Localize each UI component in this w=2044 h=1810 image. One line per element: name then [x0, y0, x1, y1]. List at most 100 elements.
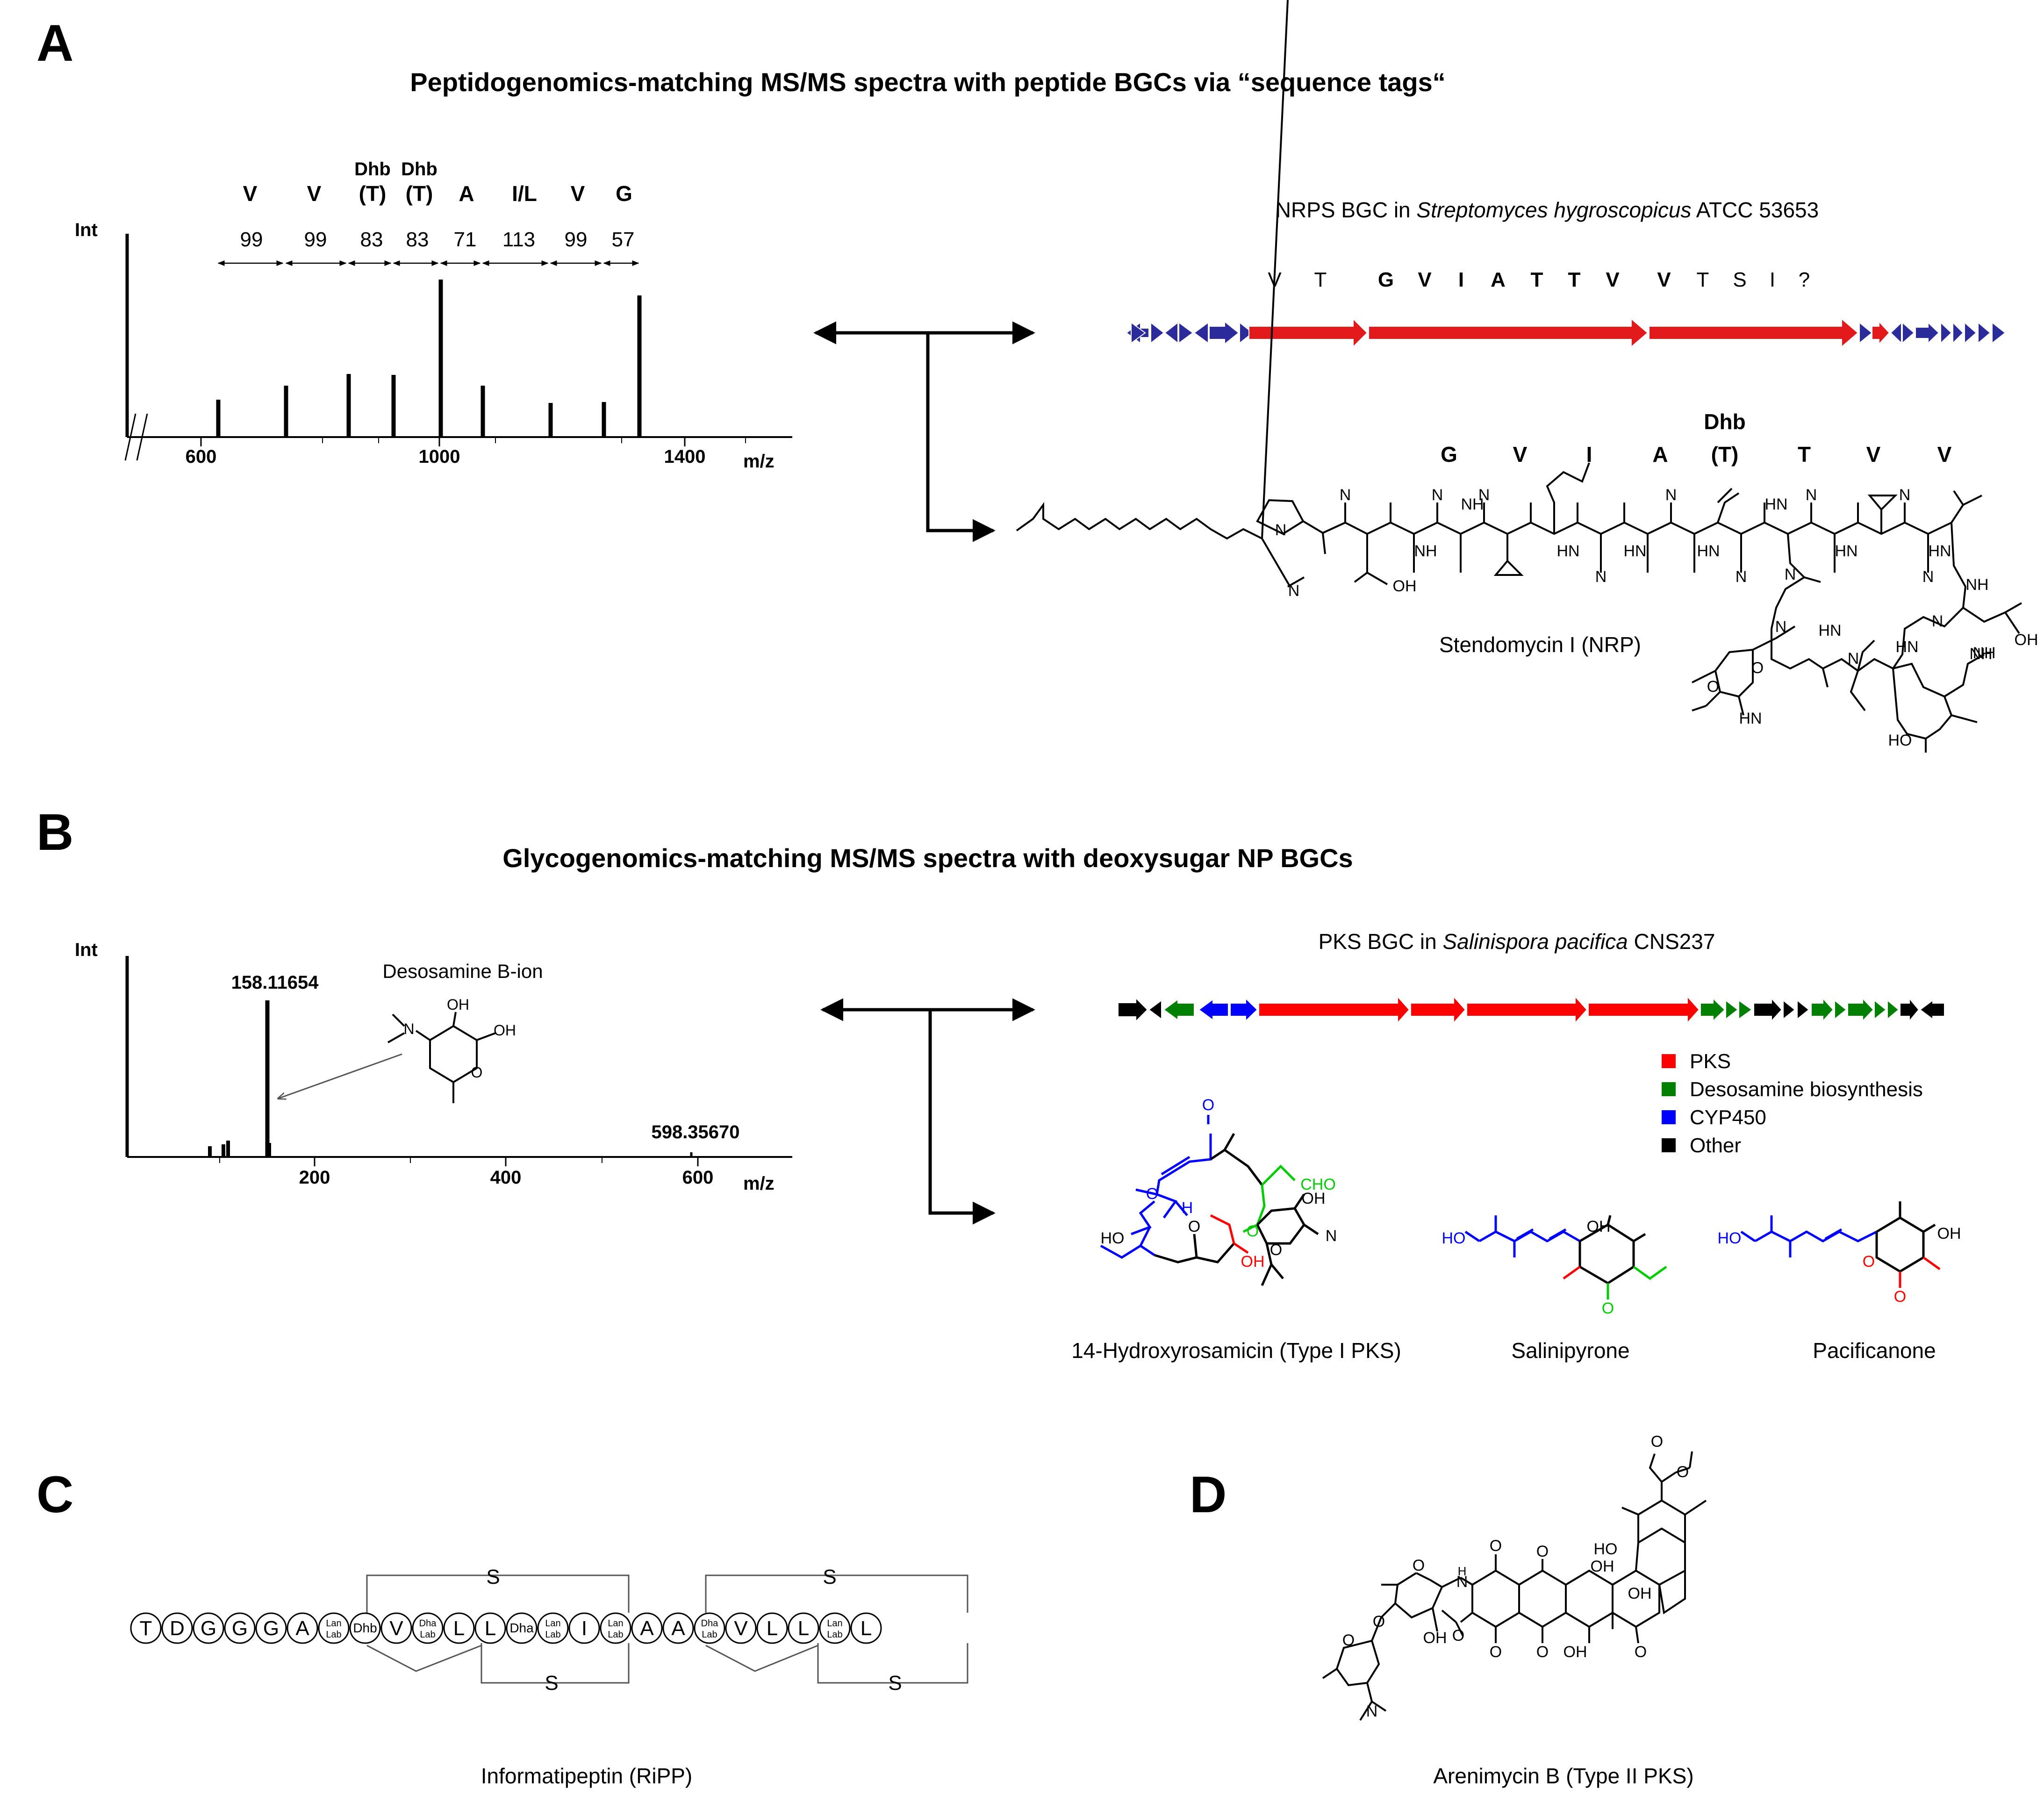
peak-label-598: 598.35670 [651, 1122, 739, 1142]
panel-b-letter: B [36, 804, 73, 861]
svg-text:NH: NH [1461, 496, 1484, 513]
stendomycin-structure [1016, 0, 2022, 753]
arenimycin-structure [1322, 1451, 1707, 1721]
residue-outline [537, 1612, 569, 1644]
residue-label: D [170, 1617, 185, 1640]
ion-label: Desosamine B-ion [382, 960, 543, 982]
legend-swatch-pks [1662, 1054, 1676, 1068]
panel-b-title: Glycogenomics-matching MS/MS spectra wit… [502, 843, 1353, 873]
panel-c-letter: C [36, 1466, 73, 1523]
compound-arenimycin: Arenimycin B (Type II PKS) [1433, 1764, 1693, 1788]
residue-circle: A [662, 1612, 694, 1644]
residue-label: L [485, 1617, 496, 1640]
mass-gap: 99 [240, 228, 263, 251]
residue-label: Dha [509, 1621, 534, 1635]
svg-text:O: O [1188, 1218, 1200, 1235]
svg-text:N: N [1456, 1573, 1468, 1591]
svg-text:G: G [1441, 442, 1457, 467]
svg-text:V: V [1513, 442, 1528, 467]
residue-outline [193, 1612, 224, 1644]
residue-label: T [140, 1617, 152, 1640]
residue-circle: Dhb [349, 1612, 381, 1644]
bridge-labels: S S S S [486, 1566, 902, 1695]
residue-label: Lan [545, 1618, 560, 1629]
residue-outline [412, 1612, 444, 1644]
legend-label: CYP450 [1690, 1106, 1766, 1129]
svg-text:O: O [1536, 1643, 1549, 1661]
svg-text:G: G [1378, 268, 1394, 291]
connector-b [820, 998, 1035, 1225]
residue-outline [474, 1612, 506, 1644]
thioether-bridges [366, 1574, 968, 1684]
svg-text:HO: HO [1888, 732, 1912, 749]
residue-label: Lab [827, 1630, 842, 1640]
tick-label: 1000 [419, 446, 460, 467]
y-axis-label: Int [75, 220, 98, 240]
residue-outline [819, 1612, 851, 1644]
compound-salinipyrone: Salinipyrone [1511, 1338, 1629, 1363]
x-axis-label: m/z [743, 1173, 775, 1194]
mass-gap: 71 [454, 228, 477, 251]
mass-gap: 83 [360, 228, 383, 251]
bgc-caption-a: NRPS BGC in Streptomyces hygroscopicus A… [1276, 198, 1819, 222]
svg-text:N: N [1899, 486, 1911, 504]
legend-label: PKS [1690, 1050, 1731, 1073]
residue-outline [662, 1612, 694, 1644]
tick-label: 1400 [664, 446, 706, 467]
svg-text:V: V [1937, 442, 1952, 467]
compound-pacificanone: Pacificanone [1813, 1338, 1936, 1363]
svg-text:OH: OH [2015, 631, 2038, 649]
svg-text:N: N [1932, 612, 1944, 630]
svg-text:V: V [1418, 268, 1432, 291]
svg-text:OH: OH [1302, 1190, 1326, 1207]
svg-text:HO: HO [1718, 1229, 1742, 1247]
residue-label: I [581, 1617, 587, 1640]
residue-circle: A [631, 1612, 663, 1644]
svg-text:(T): (T) [1711, 442, 1739, 467]
legend-label: Desosamine biosynthesis [1690, 1078, 1923, 1101]
compound-rosamicin: 14-Hydroxyrosamicin (Type I PKS) [1071, 1338, 1401, 1363]
svg-text:OH: OH [494, 1022, 516, 1039]
svg-text:N: N [1848, 650, 1859, 668]
residue-outline [161, 1612, 193, 1644]
residue-circle: Dha [506, 1612, 538, 1644]
spectrum-b-peaks [208, 1000, 693, 1157]
svg-text:H: H [1458, 1564, 1467, 1578]
residue-outline [255, 1612, 287, 1644]
residue-outline [349, 1612, 381, 1644]
residue-label: G [263, 1617, 279, 1640]
svg-text:NH: NH [1414, 542, 1437, 560]
svg-text:OH: OH [1587, 1218, 1611, 1235]
tag-residue: A [459, 181, 474, 206]
panel-a-title: Peptidogenomics-matching MS/MS spectra w… [410, 67, 1446, 97]
rosamicin-atoms: O O H HO O CHO O OH OH N O [1101, 1096, 1337, 1271]
svg-text:N: N [1806, 486, 1817, 504]
residue-label: L [453, 1617, 465, 1640]
compound-stendomycin: Stendomycin I (NRP) [1439, 632, 1641, 657]
peak-label-158: 158.11654 [231, 972, 319, 993]
panel-d-letter: D [1190, 1466, 1226, 1523]
residue-outline [850, 1612, 882, 1644]
svg-text:NH: NH [1969, 645, 1992, 663]
svg-text:HN: HN [1764, 496, 1787, 513]
svg-text:N: N [1432, 486, 1443, 504]
tag-residue: (T) [359, 181, 387, 206]
bgc-genes-a [1126, 317, 2006, 348]
residue-outline [694, 1612, 725, 1644]
bgc-genes-b [1118, 995, 1945, 1024]
svg-text:I: I [1458, 268, 1464, 291]
residue-label: Dhb [353, 1621, 377, 1635]
mass-gap: 57 [612, 228, 635, 251]
mass-gap: 83 [406, 228, 429, 251]
svg-text:O: O [1373, 1613, 1385, 1630]
svg-text:HN: HN [1739, 710, 1762, 727]
legend-swatch-other [1662, 1138, 1676, 1152]
svg-text:OH: OH [1563, 1643, 1587, 1661]
arenimycin-atoms: O O O OH O OH OH HO O O O N H O OH O O O… [1342, 1433, 1689, 1720]
svg-text:T: T [1568, 268, 1581, 291]
mass-gap: 99 [304, 228, 327, 251]
